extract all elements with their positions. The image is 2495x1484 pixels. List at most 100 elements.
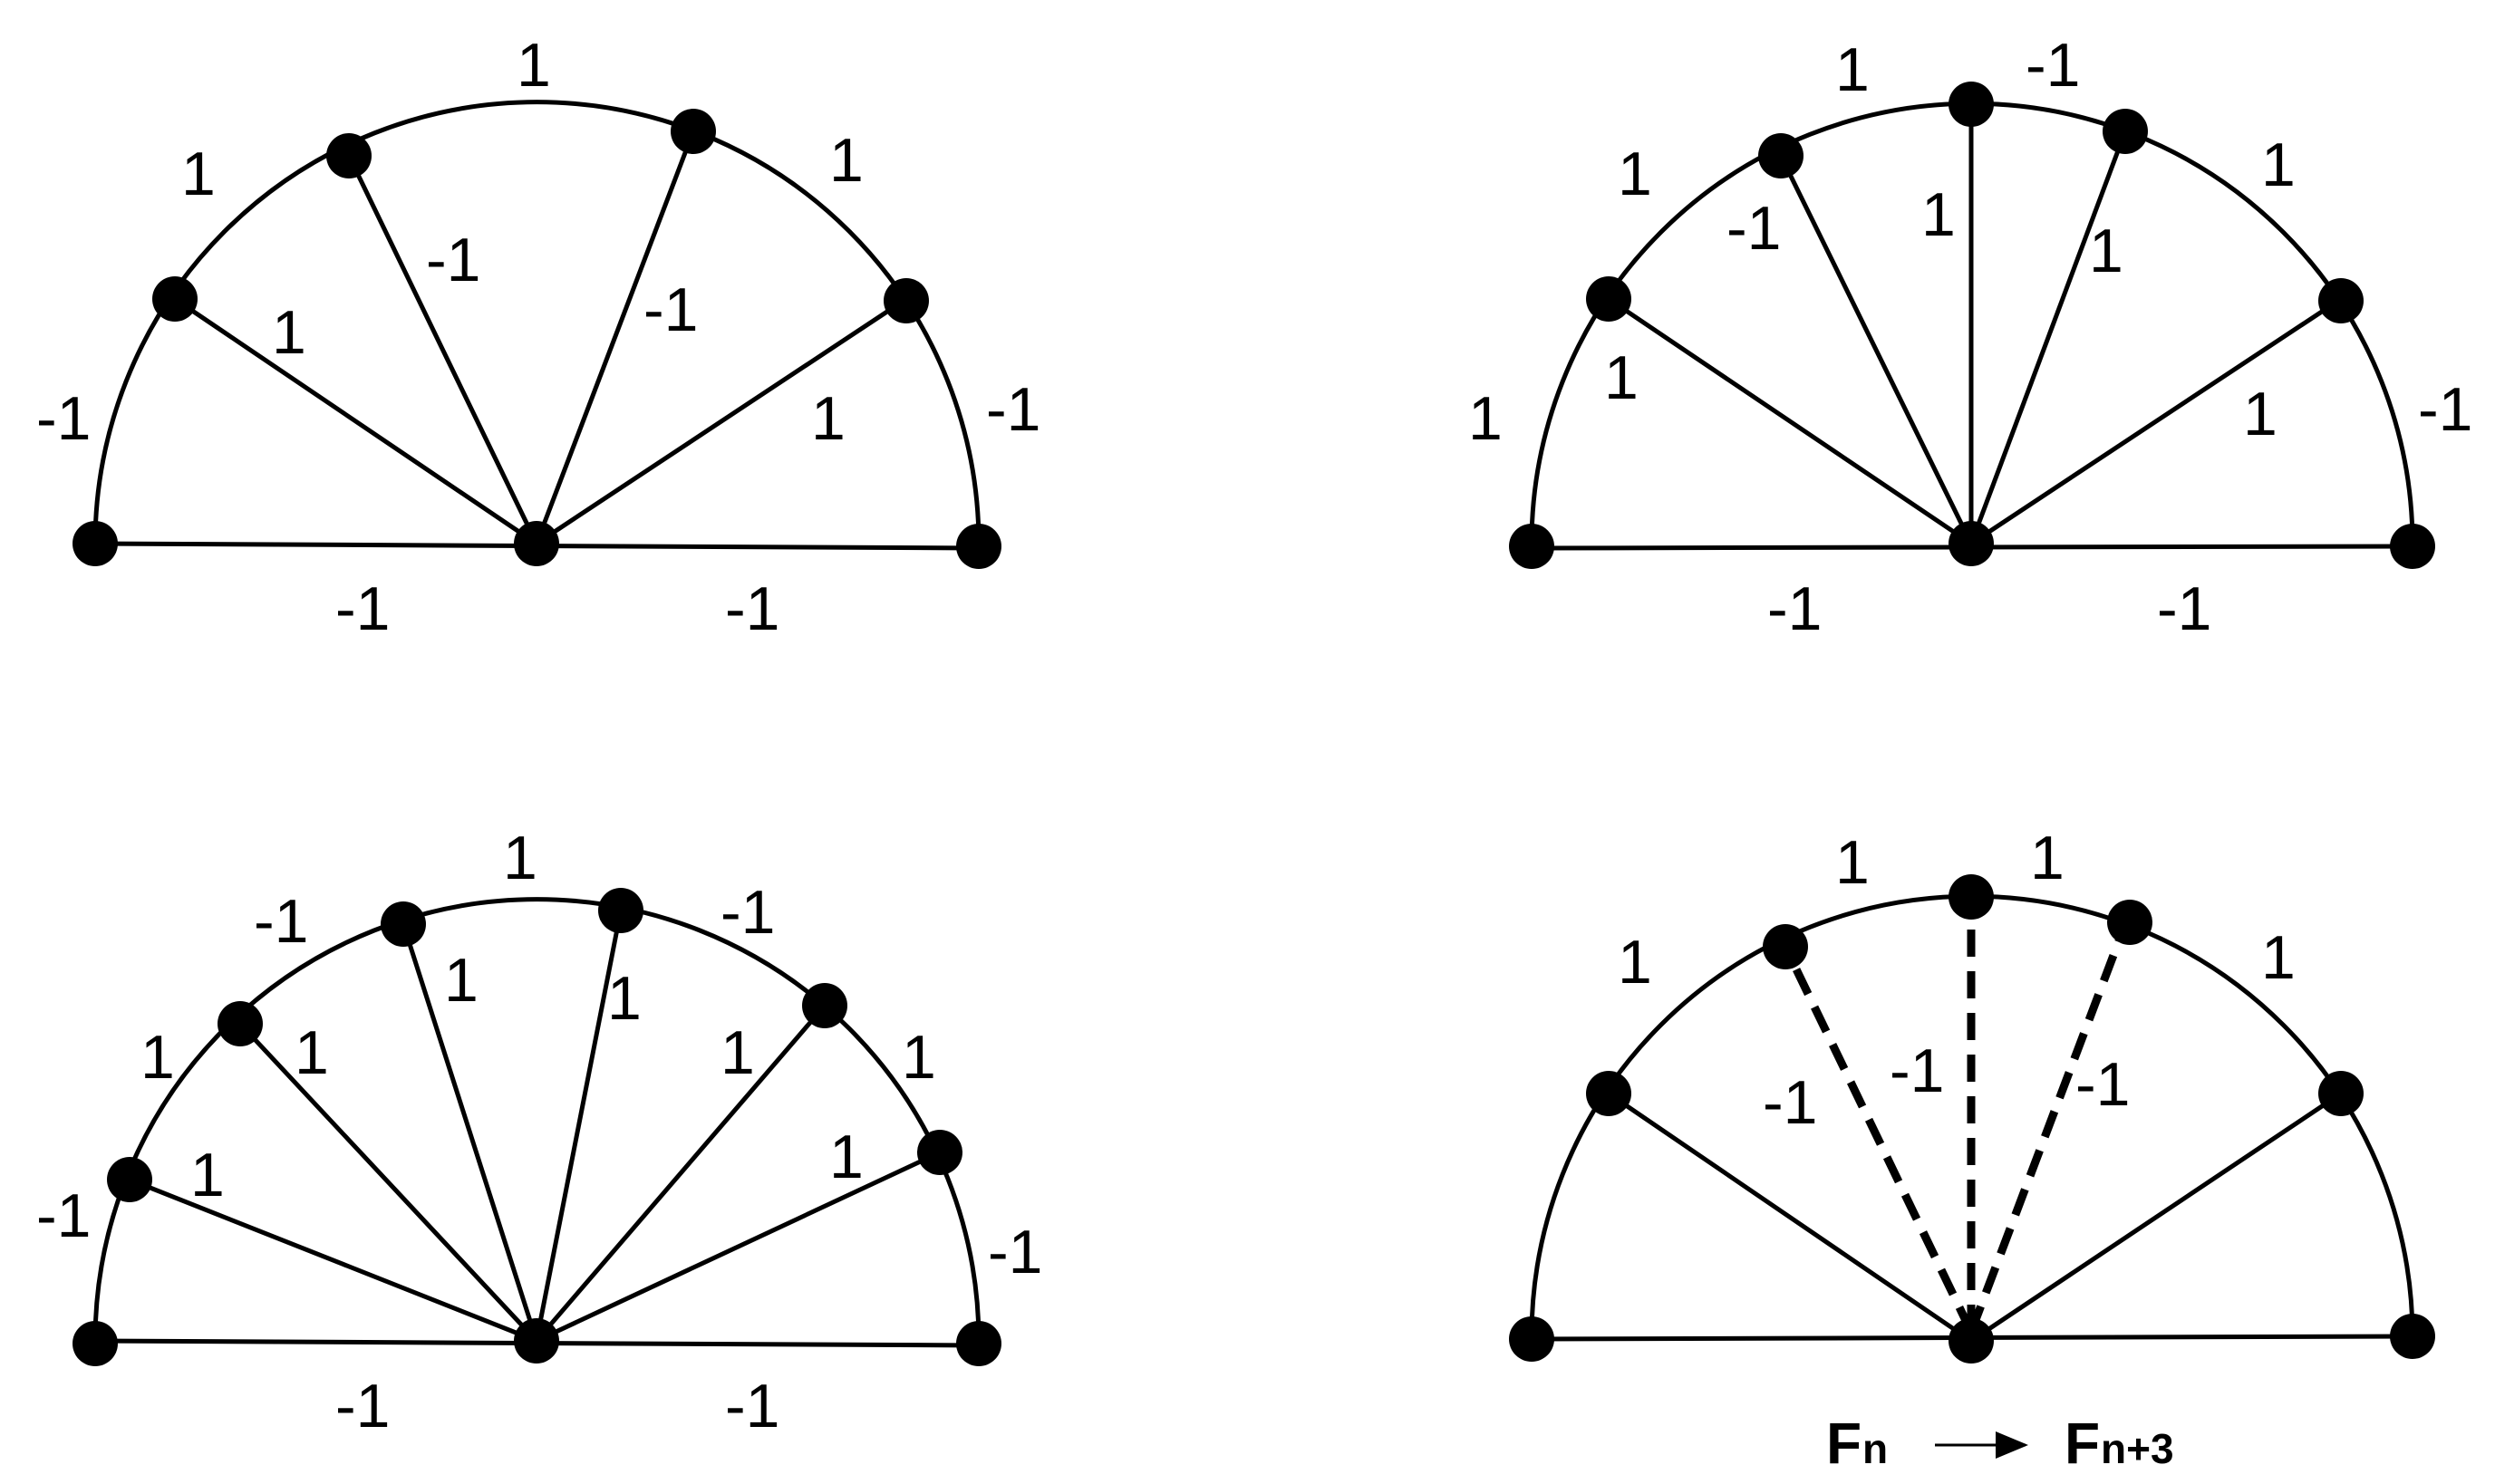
- node: [1949, 521, 1994, 566]
- node: [598, 888, 643, 933]
- edge-label: 1: [829, 126, 864, 195]
- edge-label: -1: [725, 1372, 779, 1441]
- edge-label: 1: [1835, 828, 1870, 897]
- nodes-bottom-right: [1509, 874, 2435, 1364]
- edge-label: 1: [272, 298, 306, 367]
- edge-label: -1: [36, 1181, 91, 1250]
- node: [1758, 133, 1804, 178]
- node: [2103, 109, 2148, 154]
- node: [514, 1318, 559, 1364]
- node: [2318, 278, 2364, 323]
- node: [884, 278, 929, 323]
- edge-label: 1: [1618, 928, 1652, 997]
- spoke: [1607, 1091, 1973, 1344]
- node: [381, 901, 426, 947]
- spoke: [173, 296, 538, 546]
- edge-label: 1: [2261, 923, 2296, 992]
- edge-label: -1: [1767, 574, 1822, 643]
- labels-top-left: 1 1 1 -1 -1 1 -1 1 -1 -1 -1: [36, 31, 1040, 643]
- dashed-spoke: [1781, 945, 1976, 1334]
- edge-label: 1: [190, 1141, 225, 1209]
- edge-label: 1: [829, 1123, 864, 1191]
- labels-bottom-left: 1 -1 -1 1 1 1 1 1 1 1 1 -1 -1 -1 -1: [36, 824, 1042, 1441]
- node: [218, 1001, 263, 1046]
- spoke: [535, 296, 908, 546]
- edge-label: 1: [1835, 35, 1870, 104]
- edge-label: 1: [607, 964, 642, 1033]
- panel-bottom-left: [92, 897, 982, 1348]
- node: [107, 1157, 152, 1202]
- dashed-spokes-bottom-right: [1781, 897, 2130, 1334]
- edge-label: 1: [140, 1023, 175, 1092]
- edge-label: 1: [517, 31, 551, 100]
- edge-label: -1: [988, 1218, 1042, 1286]
- edge-label: -1: [36, 384, 91, 453]
- edge-label: 1: [1468, 384, 1503, 453]
- node: [2107, 900, 2152, 945]
- spoke: [1778, 154, 1974, 545]
- edge-label: -1: [720, 878, 775, 947]
- node: [73, 1321, 118, 1366]
- node: [1509, 524, 1554, 569]
- edge-label: -1: [1890, 1036, 1944, 1105]
- edge-label: -1: [2157, 574, 2211, 643]
- spoke: [1607, 296, 1973, 546]
- spoke: [401, 923, 539, 1342]
- arc: [92, 897, 982, 1342]
- edge-label: 1: [1618, 140, 1652, 208]
- node: [1509, 1316, 1554, 1362]
- node: [1763, 924, 1808, 969]
- spoke: [129, 1177, 537, 1344]
- caption: F n F n+3: [1826, 1411, 2174, 1476]
- node: [1586, 1071, 1631, 1116]
- edge-label: 1: [2261, 130, 2296, 199]
- dashed-spoke: [1967, 922, 2130, 1334]
- edge-label: 1: [2030, 824, 2065, 892]
- spoke: [1969, 296, 2343, 546]
- nodes-bottom-left: [73, 888, 1001, 1366]
- edge-label: -1: [426, 226, 480, 294]
- spoke: [534, 130, 696, 544]
- labels-top-right: 1 -1 1 1 1 -1 1 1 1 1 -1 -1 -1: [1468, 31, 2472, 643]
- caption-left-base: F: [1826, 1411, 1862, 1476]
- edge-label: -1: [725, 574, 779, 643]
- spoke: [535, 1150, 942, 1344]
- node: [2390, 524, 2435, 569]
- edge-label: 1: [2089, 217, 2123, 285]
- edge-label: -1: [335, 574, 390, 643]
- node: [2390, 1314, 2435, 1359]
- edge-label: -1: [1726, 194, 1781, 263]
- node: [1949, 1318, 1994, 1364]
- caption-left-sub: n: [1862, 1425, 1888, 1472]
- spoke: [346, 154, 539, 545]
- node: [152, 276, 198, 322]
- nodes-top-left: [73, 109, 1001, 569]
- node: [956, 1321, 1001, 1366]
- edge-label: 1: [503, 824, 537, 892]
- node: [1586, 276, 1631, 322]
- edge-label: 1: [811, 384, 846, 453]
- edge-label: 1: [1921, 180, 1956, 249]
- edge-label: 1: [295, 1018, 329, 1087]
- edge-label: 1: [902, 1023, 936, 1092]
- caption-right-sub: n+3: [2101, 1425, 2174, 1472]
- edge-label: -1: [2075, 1050, 2130, 1119]
- spoke: [1969, 1091, 2343, 1344]
- node: [1949, 82, 1994, 127]
- caption-right-base: F: [2065, 1411, 2100, 1476]
- edge-label: 1: [1604, 343, 1639, 412]
- edge-label: -1: [2418, 375, 2472, 444]
- edge-label: -1: [335, 1372, 390, 1441]
- node: [671, 109, 716, 154]
- node: [514, 521, 559, 566]
- node: [73, 521, 118, 566]
- edge-label: 1: [181, 140, 216, 208]
- node: [956, 524, 1001, 569]
- node: [1949, 874, 1994, 920]
- node: [917, 1130, 962, 1175]
- edge-label: -1: [254, 887, 308, 956]
- arc: [92, 100, 982, 544]
- spoke: [238, 1022, 538, 1343]
- node: [326, 133, 372, 178]
